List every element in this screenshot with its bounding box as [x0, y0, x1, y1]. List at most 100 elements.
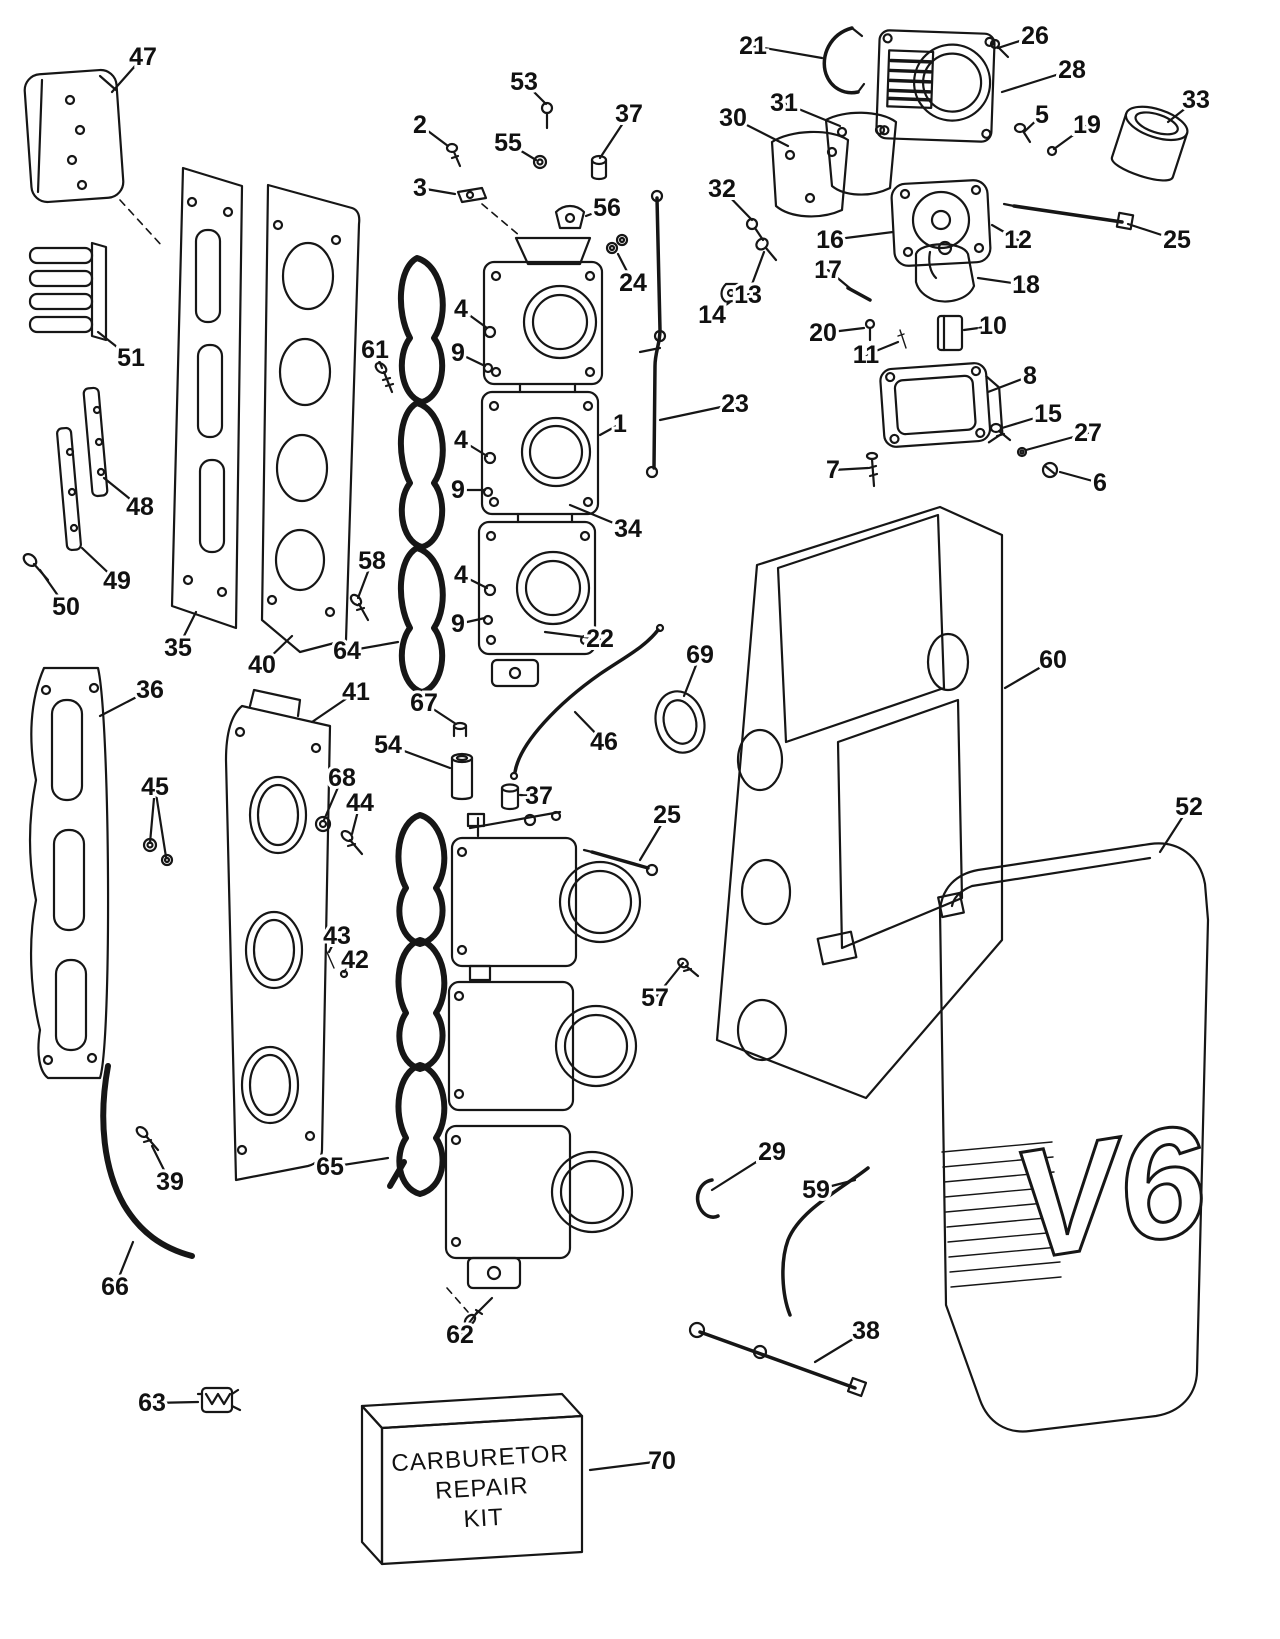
- leader-line-45: [153, 785, 168, 859]
- callout-56: 56: [593, 194, 621, 222]
- leader-line-57: [653, 961, 685, 1000]
- leader-line-56: [584, 206, 609, 218]
- leader-line-17: [826, 268, 854, 292]
- clamp-ring-21-part: [822, 26, 866, 95]
- callout-65: 65: [316, 1153, 344, 1181]
- leader-line-59: [814, 1178, 857, 1192]
- callout-31: 31: [770, 89, 798, 117]
- callout-44: 44: [346, 789, 374, 817]
- leader-line-13: [746, 250, 766, 297]
- leader-line-69: [682, 653, 702, 698]
- leader-line-32: [720, 187, 754, 222]
- callout-38: 38: [852, 1317, 880, 1345]
- leader-line-28: [1000, 68, 1074, 94]
- leader-line-70: [588, 1459, 664, 1472]
- callout-1: 1: [613, 410, 627, 438]
- callout-26: 26: [1021, 22, 1049, 50]
- callout-7: 7: [826, 456, 840, 484]
- callout-10: 10: [979, 312, 1007, 340]
- carb-top-gaskets-parts: [770, 111, 898, 218]
- gasket-36-part: [28, 666, 110, 1080]
- callout-8: 8: [1023, 362, 1037, 390]
- callout-5: 5: [1035, 101, 1049, 129]
- callout-46: 46: [590, 728, 618, 756]
- callout-61: 61: [361, 336, 389, 364]
- reed-stop-parts: [22, 386, 109, 582]
- callout-22: 22: [586, 625, 614, 653]
- leader-lines-layer: [38, 34, 1198, 1472]
- manifold-gasket-lower-part: [387, 812, 444, 1194]
- kit-box-line-2: REPAIR: [434, 1472, 529, 1505]
- callout-58: 58: [358, 547, 386, 575]
- leader-line-53: [522, 80, 548, 106]
- small-cylinder-parts: [450, 721, 520, 811]
- callout-54: 54: [374, 731, 402, 759]
- callout-2: 2: [413, 111, 427, 139]
- rod-25-lower-part: [582, 848, 659, 877]
- needle-seat-parts: [864, 314, 964, 352]
- leader-line-54: [386, 743, 452, 770]
- leader-line-26: [996, 34, 1037, 50]
- leader-line-58: [356, 559, 374, 600]
- callout-18: 18: [1012, 271, 1040, 299]
- leader-line-29: [710, 1150, 774, 1192]
- callout-42: 42: [341, 946, 369, 974]
- callout-52: 52: [1175, 793, 1203, 821]
- leader-line-41: [310, 690, 358, 724]
- callout-53: 53: [510, 68, 538, 96]
- leader-line-44: [350, 801, 362, 836]
- leader-line-25: [1126, 222, 1179, 242]
- callout-51: 51: [117, 344, 145, 372]
- leader-line-6: [1058, 470, 1102, 485]
- leader-line-31: [782, 101, 842, 128]
- callout-50: 50: [52, 593, 80, 621]
- v6-cover-label: V6: [1002, 1092, 1218, 1293]
- leader-line-27: [1024, 431, 1090, 452]
- callout-64: 64: [333, 637, 361, 665]
- leader-line-51: [96, 330, 133, 360]
- leader-line-8: [986, 374, 1032, 394]
- leader-line-48: [102, 476, 142, 509]
- callout-9: 9: [451, 339, 465, 367]
- washers-45-parts: [142, 837, 174, 867]
- leader-line-7: [831, 466, 870, 472]
- leader-line-42: [342, 958, 357, 974]
- callout-67: 67: [410, 689, 438, 717]
- throttle-body-28-part: [875, 29, 1010, 143]
- callout-20: 20: [809, 319, 837, 347]
- callout-45: 45: [141, 773, 169, 801]
- callout-60: 60: [1039, 646, 1067, 674]
- callout-70: 70: [648, 1447, 676, 1475]
- rod-25-upper-part: [1002, 202, 1135, 231]
- callout-47: 47: [129, 43, 157, 71]
- leader-line-63: [150, 1400, 200, 1405]
- leader-line-18: [976, 276, 1028, 287]
- leader-line-39: [150, 1144, 172, 1184]
- callout-11: 11: [853, 341, 880, 369]
- callout-57: 57: [641, 984, 669, 1012]
- leader-line-14: [710, 300, 732, 317]
- leader-line-36: [98, 688, 152, 718]
- callout-19: 19: [1073, 111, 1101, 139]
- top-hardware-parts: [445, 101, 629, 255]
- leader-line-10: [962, 324, 995, 332]
- callout-49: 49: [103, 567, 131, 595]
- kit-box-line-1: CARBURETOR: [391, 1440, 570, 1477]
- leader-line-9: [456, 351, 487, 368]
- callout-28: 28: [1058, 56, 1086, 84]
- callout-6: 6: [1093, 469, 1107, 497]
- leader-line-20: [821, 326, 866, 335]
- callout-4: 4: [454, 561, 468, 589]
- leader-line-62: [458, 1309, 480, 1337]
- reed-plate-part: [170, 166, 244, 630]
- kit-box-line-3: KIT: [463, 1504, 505, 1533]
- screw-61-part: [374, 361, 395, 394]
- callout-4: 4: [454, 295, 468, 323]
- leader-line-37: [518, 793, 541, 798]
- carburetor-stack-upper-part: [477, 236, 604, 688]
- callout-29: 29: [758, 1138, 786, 1166]
- leader-line-47: [110, 55, 145, 94]
- callout-41: 41: [342, 678, 370, 706]
- callout-34: 34: [614, 515, 642, 543]
- callout-24: 24: [619, 269, 647, 297]
